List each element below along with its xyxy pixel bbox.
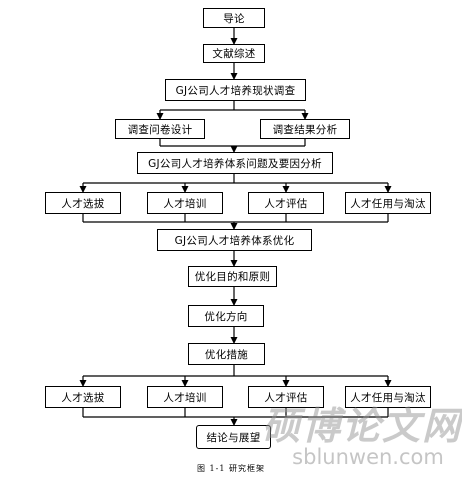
node-row1-selection: 人才选拔 [45,192,121,214]
node-row1-training: 人才培训 [147,192,223,214]
node-optimization-measures: 优化措施 [188,343,265,365]
node-row1-appointment: 人才任用与淘汰 [345,192,431,214]
node-problem-analysis: GJ公司人才培养体系问题及要因分析 [137,152,333,174]
node-conclusion: 结论与展望 [196,425,271,449]
node-status-survey: GJ公司人才培养现状调查 [165,79,306,101]
node-row2-appointment: 人才任用与淘汰 [345,386,431,408]
node-result-analysis: 调查结果分析 [260,119,350,139]
node-row1-evaluation: 人才评估 [248,192,324,214]
node-system-optimization: GJ公司人才培养体系优化 [157,229,312,251]
node-row2-training: 人才培训 [147,386,223,408]
node-optimization-direction: 优化方向 [188,305,264,327]
node-intro: 导论 [203,8,265,28]
node-goals-principles: 优化目的和原则 [188,266,277,287]
node-row2-selection: 人才选拔 [45,386,121,408]
figure-caption: 图 1-1 研究框架 [197,464,265,473]
node-questionnaire-design: 调查问卷设计 [115,119,205,139]
node-row2-evaluation: 人才评估 [248,386,324,408]
node-literature-review: 文献综述 [203,44,265,63]
